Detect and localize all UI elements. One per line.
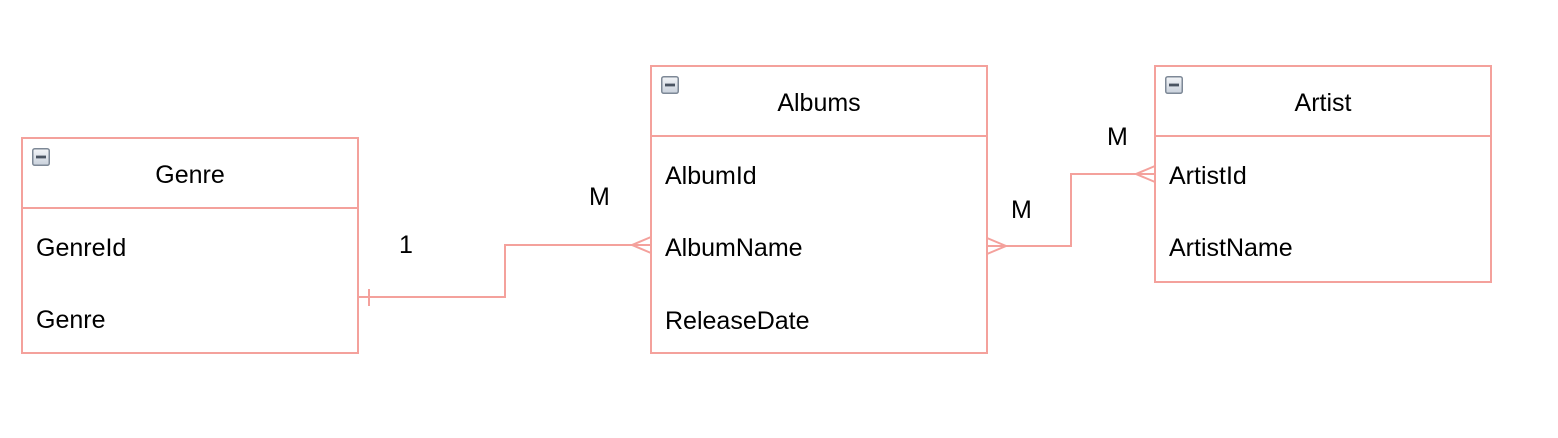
collapse-icon[interactable] (661, 76, 679, 94)
cardinality-label-albums-many-artist: M (1011, 196, 1032, 224)
relationship-line-albums-artist (987, 173, 1155, 247)
field-genreid[interactable]: GenreId (36, 234, 127, 262)
relationship-line-genre-albums (358, 244, 651, 298)
collapse-icon[interactable] (1165, 76, 1183, 94)
field-artistid[interactable]: ArtistId (1169, 162, 1247, 190)
field-releasedate[interactable]: ReleaseDate (665, 307, 810, 335)
cardinality-label-artist-many: M (1107, 123, 1128, 151)
field-albumid[interactable]: AlbumId (665, 162, 757, 190)
entity-header: Genre (23, 139, 357, 209)
entity-albums[interactable]: Albums AlbumId AlbumName ReleaseDate (650, 65, 988, 354)
cardinality-label-genre-one: 1 (399, 231, 413, 259)
entity-header: Artist (1156, 67, 1490, 137)
entity-title: Albums (777, 89, 861, 117)
many-cardinality-marker-artist (1133, 165, 1156, 183)
collapse-icon[interactable] (32, 148, 50, 166)
many-cardinality-marker-albums-artist (986, 237, 1009, 255)
many-cardinality-marker-albums-genre (629, 236, 652, 254)
field-genre[interactable]: Genre (36, 306, 106, 334)
entity-genre[interactable]: Genre GenreId Genre (21, 137, 359, 354)
entity-header: Albums (652, 67, 986, 137)
field-albumname[interactable]: AlbumName (665, 234, 803, 262)
entity-title: Genre (155, 161, 225, 189)
cardinality-label-albums-many-genre: M (589, 183, 610, 211)
entity-artist[interactable]: Artist ArtistId ArtistName (1154, 65, 1492, 283)
entity-title: Artist (1294, 89, 1352, 117)
field-artistname[interactable]: ArtistName (1169, 234, 1293, 262)
